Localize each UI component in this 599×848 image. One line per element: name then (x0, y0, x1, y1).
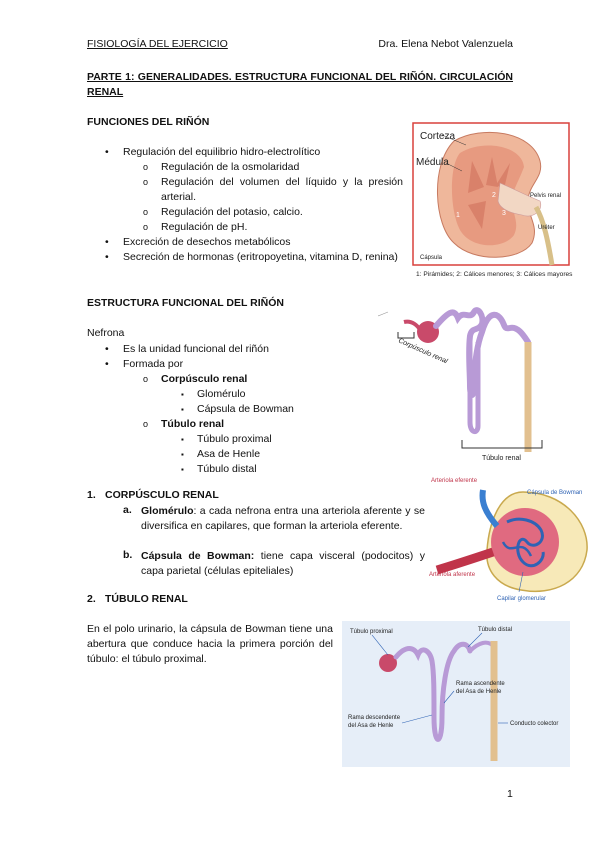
afferent-shape (435, 547, 495, 575)
tubule-loop-shape (393, 641, 473, 742)
label-asc2: del Asa de Henle (456, 689, 502, 695)
header-left: FISIOLOGÍA DEL EJERCICIO (87, 38, 228, 50)
tubule-shape (433, 307, 531, 398)
funciones-heading: FUNCIONES DEL RIÑÓN (87, 116, 210, 128)
label-aferente: Arteriola aferente (429, 572, 476, 578)
sec2-heading: TÚBULO RENAL (105, 593, 188, 605)
list-item: Regulación de la osmolaridad (143, 160, 403, 175)
list-item: Regulación de pH. (143, 220, 403, 235)
sec1-b: Cápsula de Bowman: tiene capa visceral (… (141, 550, 426, 577)
label-bowman: Cápsula de Bowman (527, 490, 582, 496)
label-n2: 2 (492, 192, 496, 199)
sec2-text: En el polo urinario, la cápsula de Bowma… (87, 623, 333, 665)
renal-pelvis (497, 182, 542, 217)
list-item: Regulación del potasio, calcio. (143, 205, 403, 220)
list-item: Es la unidad funcional del riñón (105, 342, 365, 357)
list-item: Túbulo distal (181, 462, 365, 477)
label-pelvis: Pelvis renal (530, 193, 561, 199)
sec2-num: 2. (87, 593, 96, 605)
list-item: Glomérulo (181, 387, 365, 402)
label-ureter: Uréter (538, 225, 555, 231)
label-corteza: Corteza (420, 131, 455, 142)
estructura-heading: ESTRUCTURA FUNCIONAL DEL RIÑÓN (87, 297, 284, 309)
list-item: Asa de Henle (181, 447, 365, 462)
sec1-a: Glomérulo: a cada nefrona entra una arte… (141, 505, 425, 532)
label-asc1: Rama ascendente (456, 681, 505, 687)
label-distal: Túbulo distal (478, 627, 512, 633)
funciones-list: Regulación del equilibrio hidro-electrol… (105, 145, 403, 265)
tubule-figure: Túbulo proximal Túbulo distal Rama ascen… (342, 621, 570, 767)
page-title: PARTE 1: GENERALIDADES. ESTRUCTURA FUNCI… (87, 71, 513, 98)
list-item: Túbulo proximal (181, 432, 365, 447)
list-item: Cápsula de Bowman (181, 402, 365, 417)
label-capsula: Cápsula (420, 255, 443, 261)
glomerulus-figure: Arteriola eferente Cápsula de Bowman Art… (429, 478, 588, 602)
corner-mark (378, 311, 389, 317)
list-item: Regulación del equilibrio hidro-electrol… (105, 145, 403, 235)
label-eferente: Arteriola eferente (431, 478, 478, 484)
label-proximal: Túbulo proximal (350, 629, 393, 635)
page-number: 1 (507, 788, 513, 800)
sec1-num: 1. (87, 489, 96, 501)
label-colector: Conducto colector (510, 721, 558, 727)
kidney-caption: 1: Pirámides; 2: Cálices menores; 3: Cál… (416, 271, 573, 278)
label-medula: Médula (416, 157, 449, 168)
nefrona-label: Nefrona (87, 327, 125, 339)
list-item: Túbulo renal Túbulo proximal Asa de Henl… (143, 417, 365, 477)
pyramid-shapes (468, 157, 510, 229)
ureter-shape (533, 205, 555, 266)
estructura-list: Es la unidad funcional del riñón Formada… (105, 342, 365, 477)
list-item: Secreción de hormonas (eritropoyetina, v… (105, 250, 403, 265)
list-item: Corpúsculo renal Glomérulo Cápsula de Bo… (143, 372, 365, 417)
header-right: Dra. Elena Nebot Valenzuela (378, 38, 513, 50)
list-item: Formada por Corpúsculo renal Glomérulo C… (105, 357, 365, 477)
label-desc2: del Asa de Henle (348, 723, 394, 729)
label-tubulo: Túbulo renal (482, 455, 521, 462)
sec1-b-num: b. (123, 549, 133, 561)
label-capilar: Capilar glomerular (497, 596, 546, 602)
label-desc1: Rama descendente (348, 715, 401, 721)
nephron-figure: Corpúsculo renal Túbulo renal (378, 307, 543, 462)
sec1-a-num: a. (123, 504, 132, 516)
efferent-shape (479, 489, 500, 528)
label-n1: 1 (456, 212, 460, 219)
kidney-figure: Corteza Médula Pelvis renal Uréter Cápsu… (412, 122, 573, 278)
sec1-heading: CORPÚSCULO RENAL (105, 489, 219, 501)
label-n3: 3 (502, 210, 506, 217)
list-item: Excreción de desechos metabólicos (105, 235, 403, 250)
list-item: Regulación del volumen del líquido y la … (143, 175, 403, 205)
